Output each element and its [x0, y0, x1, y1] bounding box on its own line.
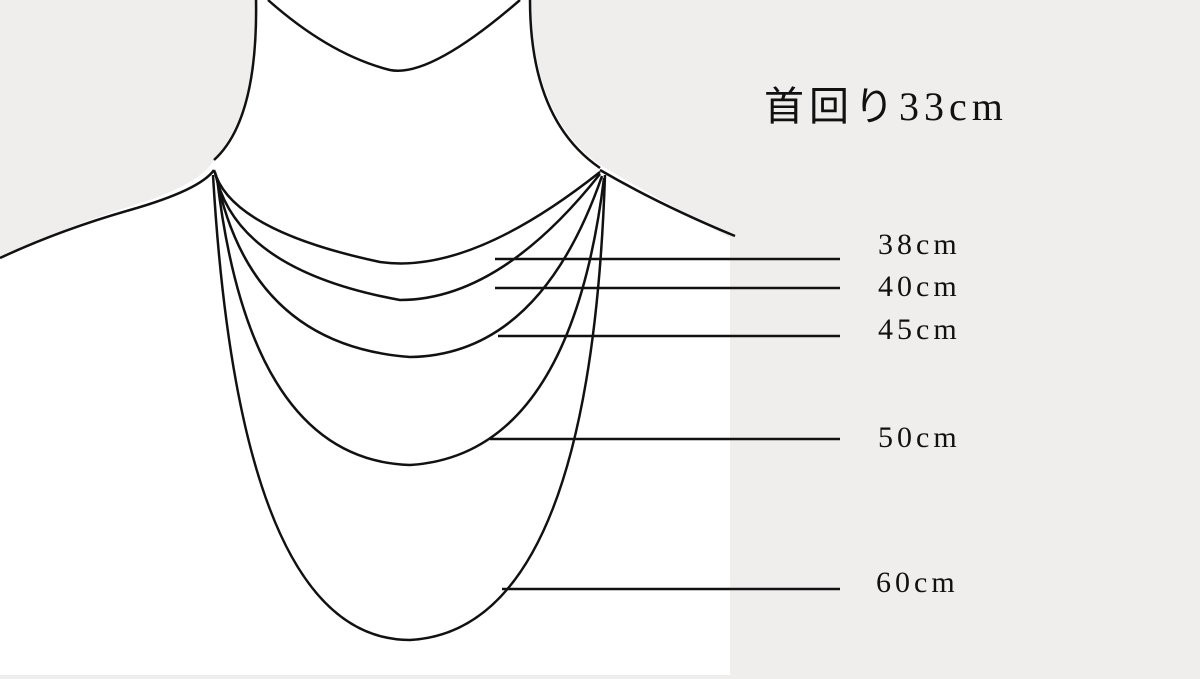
necklace-40cm — [213, 171, 601, 302]
necklace-60cm — [211, 174, 607, 642]
neck-left-outline — [213, 0, 258, 161]
length-label-60cm: 60cm — [876, 566, 959, 599]
length-label-38cm: 38cm — [878, 228, 961, 261]
shoulder-right-outline — [599, 168, 736, 238]
necklace-45cm — [214, 174, 604, 359]
shoulder-left-outline — [0, 169, 216, 260]
necklace-50cm — [215, 177, 606, 467]
neck-circumference-title: 首回り33cm — [764, 84, 1008, 129]
neck-right-outline — [528, 0, 601, 170]
chin-outline — [267, 0, 521, 72]
length-label-40cm: 40cm — [878, 270, 961, 303]
necklace-38cm — [212, 169, 601, 265]
length-label-50cm: 50cm — [878, 421, 961, 454]
torso-fill — [0, 0, 730, 675]
length-label-45cm: 45cm — [878, 313, 961, 346]
